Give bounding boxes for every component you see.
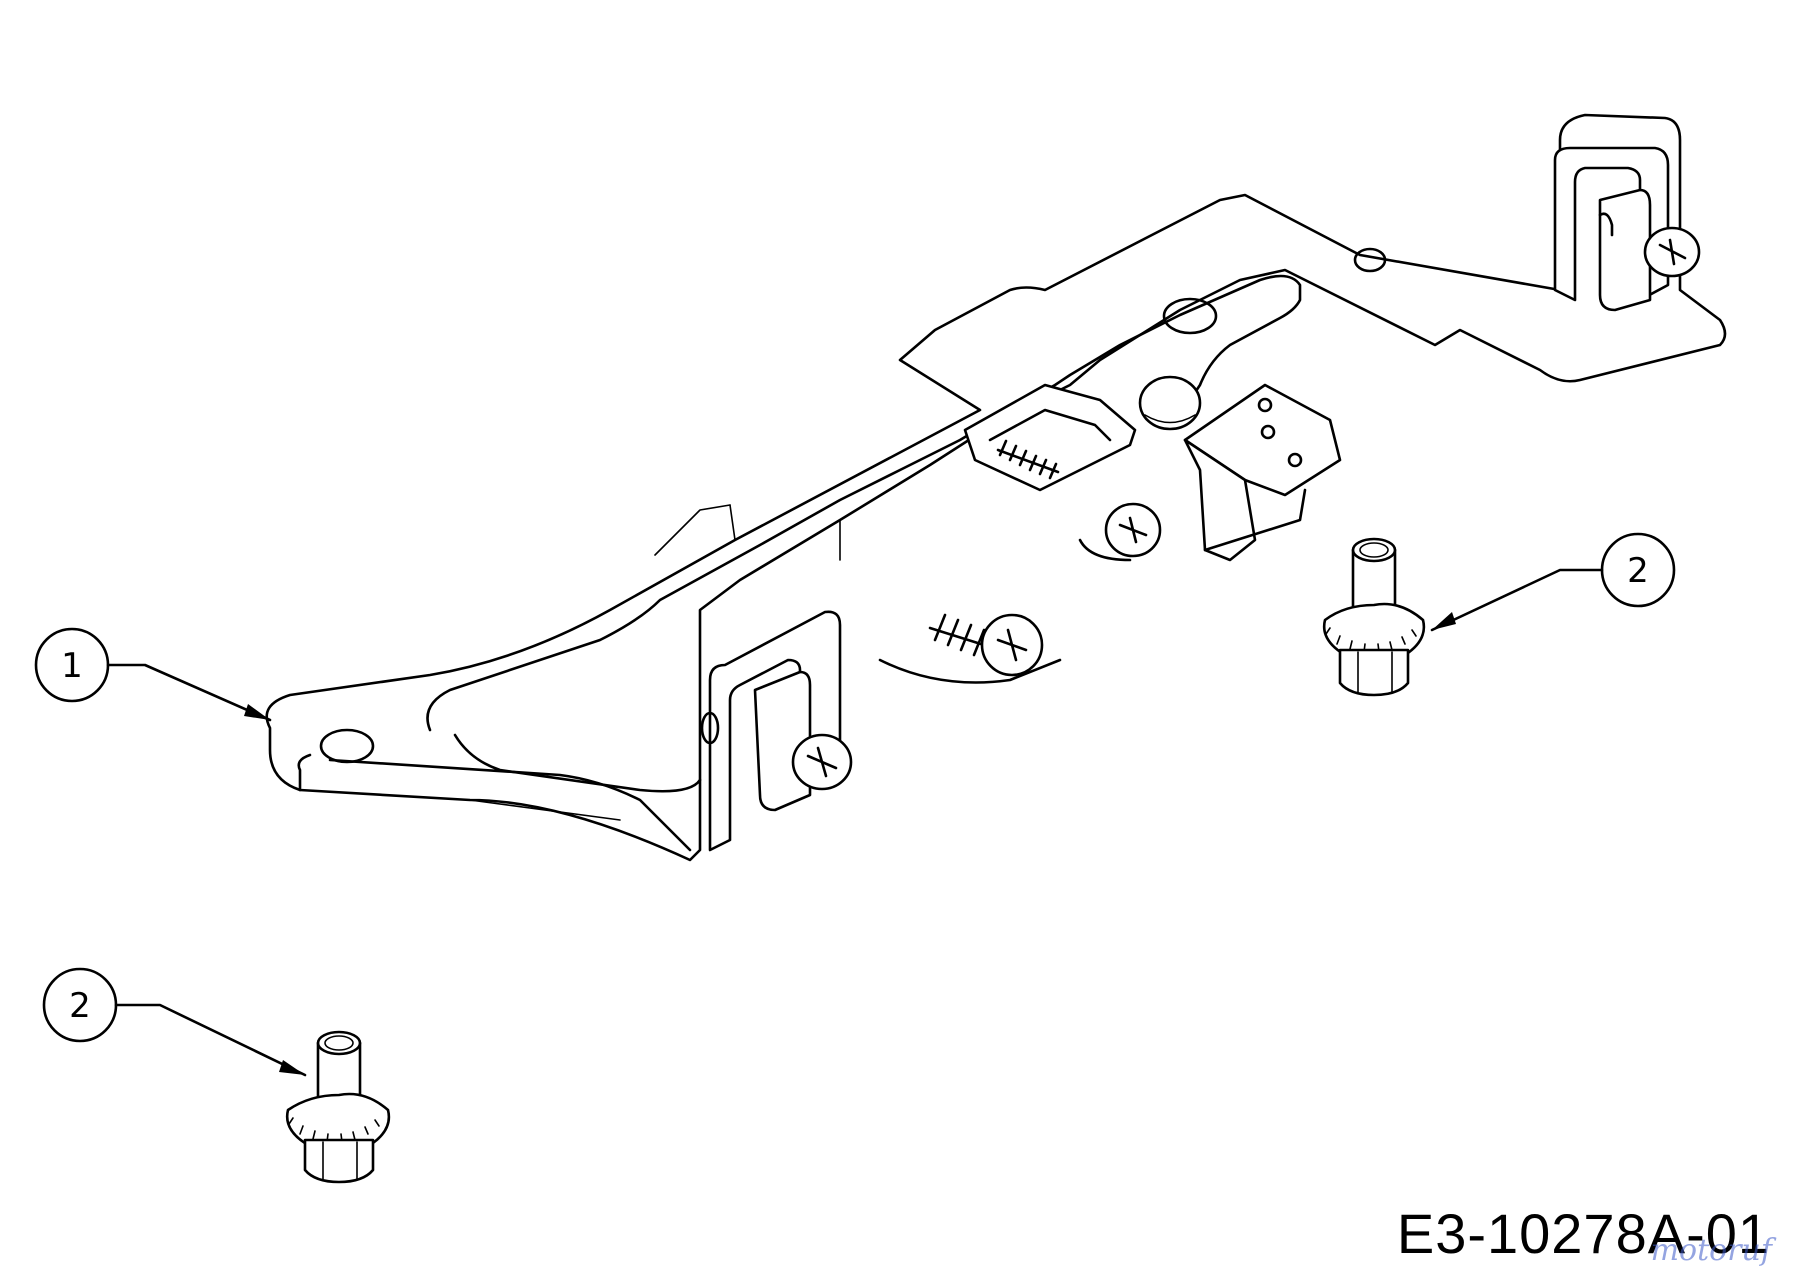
callout-1-number: 1 [61, 646, 83, 686]
callout-2-lower-left: 2 [42, 967, 307, 1077]
spring-upper [996, 439, 1060, 480]
flange-bolt-right [1322, 537, 1426, 697]
drawing-code-label: E3-10278A-01 [1396, 1202, 1770, 1265]
watermark-logo: motoruf [1650, 1233, 1772, 1268]
control-bracket-assembly [265, 113, 1727, 862]
callout-2-lower-left-number: 2 [69, 986, 91, 1026]
callout-1: 1 [34, 627, 272, 722]
callout-2-right-number: 2 [1627, 551, 1649, 591]
callout-2-right: 2 [1430, 532, 1676, 632]
flange-bolt-lower-left [285, 1030, 391, 1184]
